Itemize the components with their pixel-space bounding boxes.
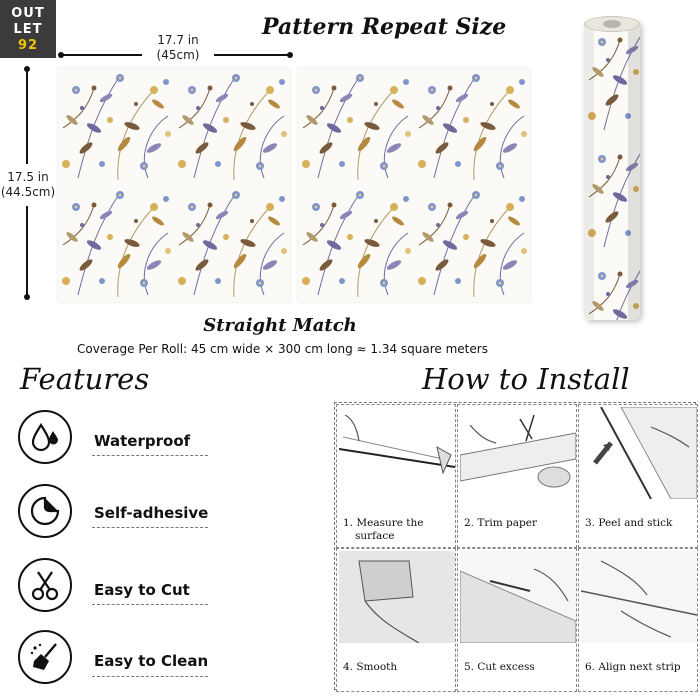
roll-top-end — [584, 16, 640, 32]
feature-label-waterproof: Waterproof — [94, 432, 191, 450]
coverage-text: Coverage Per Roll: 45 cm wide × 300 cm l… — [77, 342, 488, 356]
step-5-label: 5. Cut excess — [464, 661, 535, 673]
logo-line-2: LET — [13, 22, 43, 37]
install-step-1: 1. Measure the surface — [336, 404, 456, 548]
logo-line-1: OUT — [11, 6, 45, 21]
height-dim-line-top — [26, 70, 28, 164]
floral-pattern-image — [298, 68, 530, 302]
step-4-label: 4. Smooth — [343, 661, 398, 673]
pattern-swatch-right — [298, 68, 530, 302]
feature-label-self-adhesive: Self-adhesive — [94, 504, 209, 522]
smooth-illustration — [339, 551, 455, 643]
step-6-label: 6. Align next strip — [585, 661, 681, 673]
install-step-4: 4. Smooth — [336, 548, 456, 692]
feature-divider — [92, 676, 208, 677]
feature-divider — [92, 604, 208, 605]
height-dimension-label: 17.5 in (44.5cm) — [0, 170, 56, 200]
features-heading: Features — [20, 362, 150, 396]
wallpaper-roll — [584, 20, 640, 320]
roll-pattern-image — [584, 20, 640, 320]
height-dim-line-bottom — [26, 206, 28, 296]
height-inches: 17.5 in — [7, 170, 49, 184]
step-1-label: 1. Measure the surface — [343, 517, 424, 542]
width-dim-end-dot — [287, 52, 293, 58]
feature-divider — [92, 455, 208, 456]
width-dim-start-dot — [58, 52, 64, 58]
match-type-title: Straight Match — [203, 315, 357, 336]
install-step-6: 6. Align next strip — [578, 548, 698, 692]
logo-line-3: 92 — [17, 38, 39, 53]
step-3-label: 3. Peel and stick — [585, 517, 673, 529]
water-drops-icon — [18, 410, 72, 464]
install-heading: How to Install — [422, 362, 630, 396]
install-step-3: 3. Peel and stick — [578, 404, 698, 548]
width-dimension-label: 17.7 in (45cm) — [128, 33, 228, 63]
feature-label-easy-to-cut: Easy to Cut — [94, 581, 190, 599]
measure-illustration — [339, 407, 455, 499]
feature-label-easy-to-clean: Easy to Clean — [94, 652, 209, 670]
peel-sticker-icon — [18, 484, 72, 538]
install-step-5: 5. Cut excess — [457, 548, 577, 692]
peel-illustration — [581, 407, 697, 499]
step-2-label: 2. Trim paper — [464, 517, 537, 529]
install-step-2: 2. Trim paper — [457, 404, 577, 548]
height-dim-end-dot — [24, 294, 30, 300]
height-dim-start-dot — [24, 66, 30, 72]
pattern-swatch-left — [58, 68, 290, 302]
width-cm: (45cm) — [156, 48, 200, 62]
align-illustration — [581, 551, 697, 643]
brand-logo: OUT LET 92 — [0, 0, 56, 58]
width-inches: 17.7 in — [157, 33, 199, 47]
trim-illustration — [460, 407, 576, 499]
feature-divider — [92, 527, 208, 528]
pattern-repeat-title: Pattern Repeat Size — [262, 14, 507, 40]
scissors-icon — [18, 558, 72, 612]
width-dim-line-left — [62, 54, 142, 56]
width-dim-line-right — [214, 54, 290, 56]
broom-icon — [18, 630, 72, 684]
floral-pattern-image — [58, 68, 290, 302]
cut-excess-illustration — [460, 551, 576, 643]
height-cm: (44.5cm) — [0, 185, 56, 199]
